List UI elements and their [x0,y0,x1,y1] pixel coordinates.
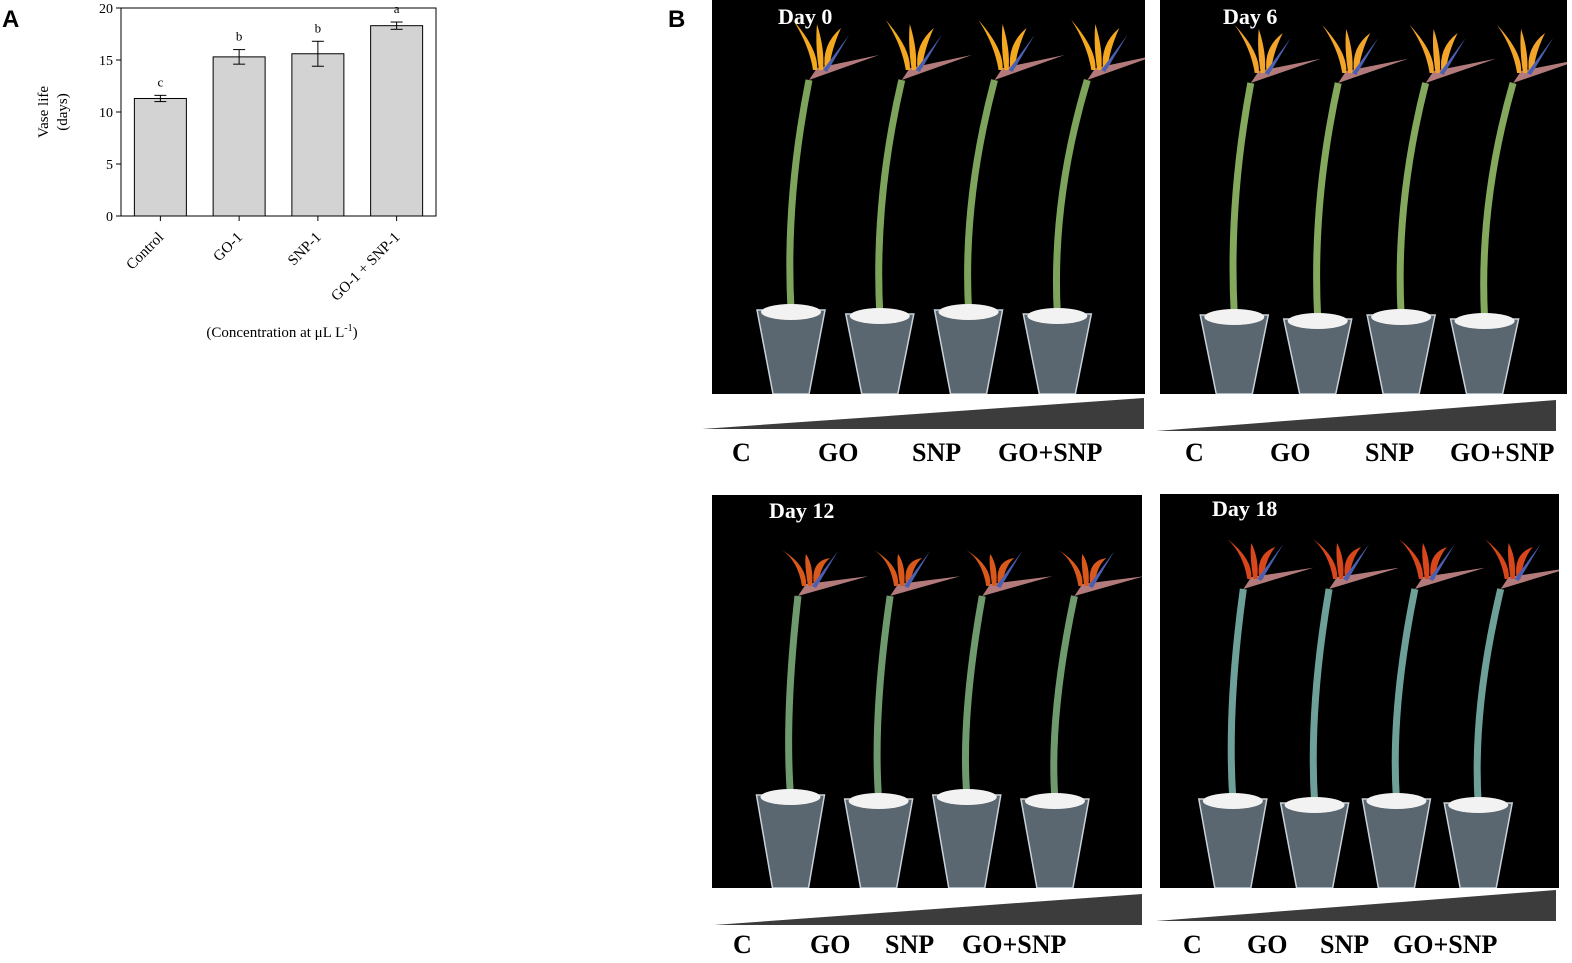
photo-day-18: Day 18 [1160,494,1559,888]
day-label: Day 0 [778,4,833,29]
x-axis-label: (Concentration at μL L-1) [206,323,357,341]
y-tick-label: 0 [106,210,113,225]
significance-letter: a [394,1,400,16]
bar [370,25,424,217]
chart-bars [133,21,424,217]
treatment-label: C [1185,438,1204,467]
flowers-illustration [756,20,1145,394]
x-tick-label: Control [123,230,167,274]
y-tick-label: 15 [99,54,113,69]
flower-stem [1279,539,1400,888]
treatment-label: GO+SNP [998,438,1103,467]
flower-stem [843,550,961,888]
bar [212,56,266,217]
treatment-label: C [733,930,752,959]
flower-stem [1199,25,1321,394]
day-label: Day 12 [769,498,835,523]
x-tick-label: GO-1 [210,230,245,265]
flower-stem [1361,539,1485,888]
treatment-label: GO [818,438,859,467]
day-label: Day 6 [1223,4,1278,29]
gradient-wedge [702,398,1144,429]
gradient-wedge [1156,890,1556,921]
flower-stem [1366,25,1496,394]
significance-letter: b [236,29,243,44]
treatment-label: C [1183,930,1202,959]
y-tick-label: 20 [99,2,113,17]
bar [291,53,345,217]
gradient-wedge [1156,400,1556,431]
flower-stem [1020,550,1142,888]
treatment-label: GO [1270,438,1311,467]
flower-stem [1282,25,1409,394]
photo-day-12: Day 12 [712,495,1142,888]
photo-day-6: Day 6 [1160,0,1567,394]
significance-letter: c [157,74,163,89]
treatment-label: GO+SNP [1450,438,1555,467]
treatment-label: SNP [912,438,962,467]
flower-stem [1449,25,1567,394]
flower-stem [1197,539,1314,888]
flowers-illustration [1199,25,1567,394]
gradient-wedge [714,894,1142,925]
bar [133,97,187,217]
treatment-label: GO+SNP [962,930,1067,959]
significance-letter: b [315,20,322,35]
treatment-label: GO [1247,930,1288,959]
x-tick-label: GO-1 + SNP-1 [328,230,403,305]
chart-axes [116,7,437,221]
flower-stem [844,20,972,394]
flowers-illustration [1197,539,1559,888]
y-axis-units: (days) [55,93,71,131]
treatment-label: SNP [885,930,935,959]
day-label: Day 18 [1212,496,1278,521]
flower-stem [755,550,868,888]
flower-stem [1022,20,1145,394]
y-axis-label: Vase life [36,86,52,138]
treatment-label: SNP [1365,438,1415,467]
flower-stem [933,20,1065,394]
flower-stem [931,550,1053,888]
flower-stem [1443,539,1559,888]
treatment-label: GO [810,930,851,959]
treatment-label: GO+SNP [1393,930,1498,959]
treatment-label: SNP [1320,930,1370,959]
photo-day-0: Day 0 [712,0,1145,394]
y-tick-label: 5 [106,158,113,173]
flowers-illustration [755,550,1142,888]
y-tick-label: 10 [99,106,113,121]
flower-stem [756,20,880,394]
panel-b-letter: B [668,6,686,33]
panel-a-letter: A [2,6,20,33]
x-tick-label: SNP-1 [285,230,325,270]
treatment-label: C [732,438,751,467]
